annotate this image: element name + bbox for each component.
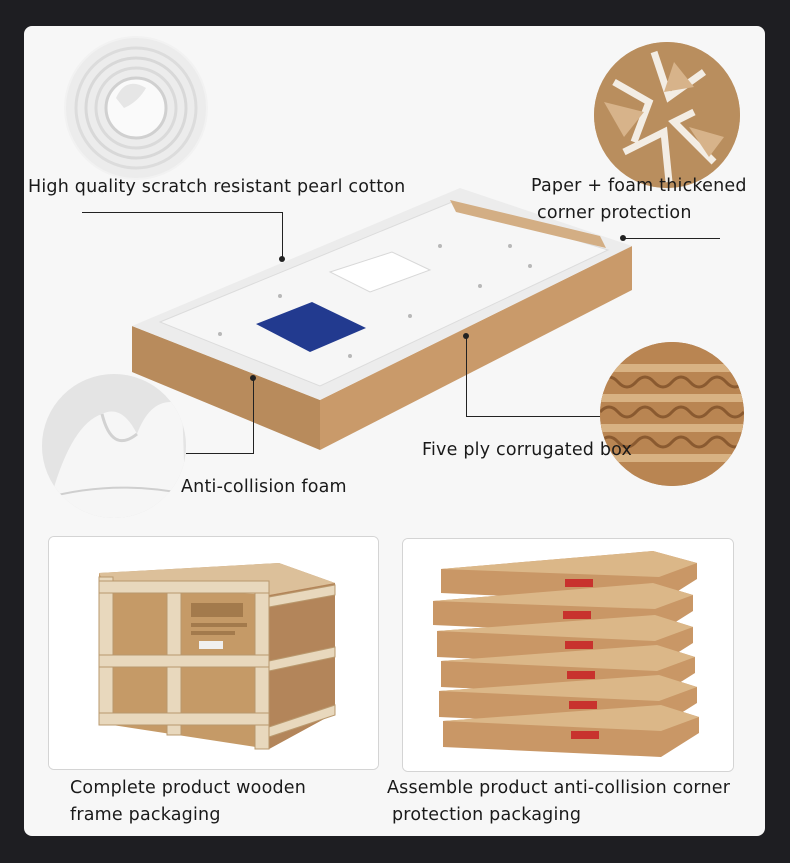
pointer-line <box>282 212 283 260</box>
corner-protector-photo <box>594 42 740 188</box>
pointer-line <box>466 416 600 417</box>
opened-box-photo <box>130 186 636 454</box>
stacked-boxes-photo <box>402 538 734 772</box>
pointer-dot <box>250 375 256 381</box>
pointer-line <box>253 378 254 453</box>
pointer-line <box>624 238 720 239</box>
pointer-line <box>82 212 282 213</box>
wooden-frame-caption-line2: frame packaging <box>70 805 221 825</box>
corrugated-box-label: Five ply corrugated box <box>422 440 633 460</box>
anti-collision-foam-label: Anti-collision foam <box>181 477 347 497</box>
top-bar <box>0 0 790 10</box>
corner-protection-label-line2: corner protection <box>537 203 692 223</box>
corner-protection-caption-line2: protection packaging <box>392 805 582 825</box>
pointer-line <box>466 336 467 416</box>
pointer-dot <box>279 256 285 262</box>
pearl-cotton-label: High quality scratch resistant pearl cot… <box>28 177 406 197</box>
pointer-dot <box>463 333 469 339</box>
pointer-line <box>186 453 254 454</box>
corner-protection-label-line1: Paper + foam thickened <box>531 176 747 196</box>
packaging-info-card: High quality scratch resistant pearl cot… <box>24 26 765 836</box>
corner-protection-caption-line1: Assemble product anti-collision corner <box>387 778 731 798</box>
corrugated-cardboard-photo <box>600 342 744 486</box>
pearl-cotton-roll-photo <box>64 36 208 180</box>
wooden-crate-photo <box>48 536 379 770</box>
pointer-dot <box>620 235 626 241</box>
foam-sheet-photo <box>42 374 186 518</box>
wooden-frame-caption-line1: Complete product wooden <box>70 778 307 798</box>
